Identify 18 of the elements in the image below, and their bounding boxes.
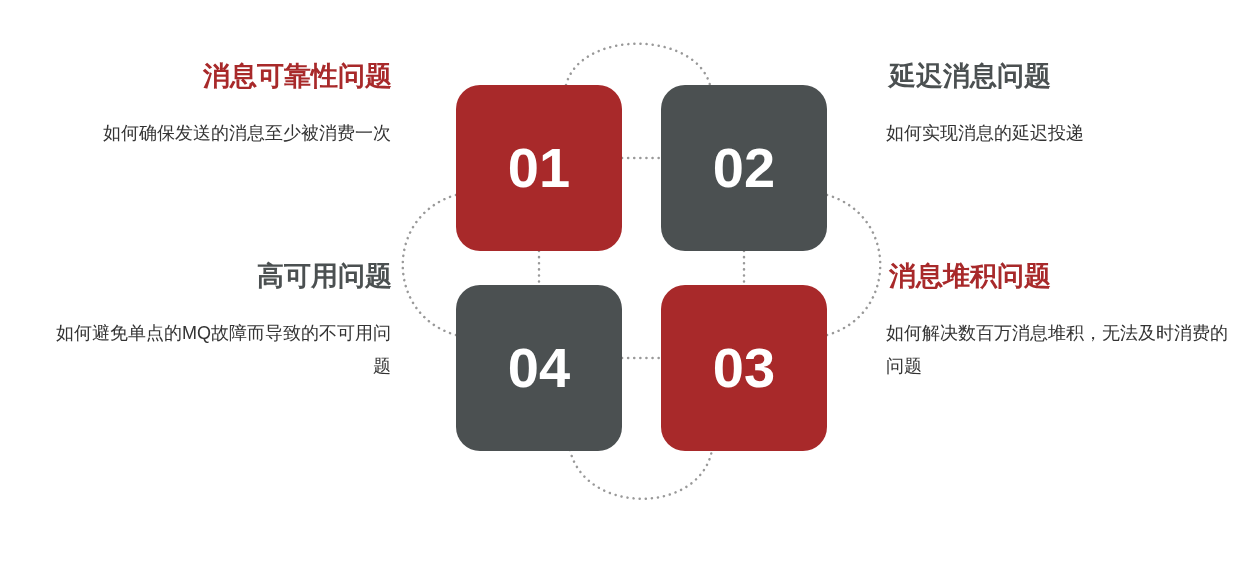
description: 如何实现消息的延迟投递	[886, 122, 1085, 145]
number-tile	[456, 85, 622, 251]
dotted-line	[620, 356, 663, 360]
number-tile	[661, 285, 827, 451]
heading: 延迟消息问题	[889, 63, 1051, 90]
dotted-line	[620, 156, 663, 160]
heading: 消息可靠性问题	[203, 63, 392, 90]
tile-number: 04	[507, 335, 571, 401]
description: 如何确保发送的消息至少被消费一次	[102, 122, 391, 145]
heading: 高可用问题	[257, 263, 392, 290]
number-tile	[456, 285, 622, 451]
tile-number: 02	[712, 135, 776, 201]
description: 如何解决数百万消息堆积，无法及时消费的问题	[886, 322, 1229, 378]
tile-number: 01	[507, 135, 571, 201]
number-tile	[661, 85, 827, 251]
heading: 消息堆积问题	[889, 263, 1051, 290]
description: 如何避免单点的MQ故障而导致的不可用问题	[55, 322, 391, 378]
tile-number: 03	[712, 335, 776, 401]
